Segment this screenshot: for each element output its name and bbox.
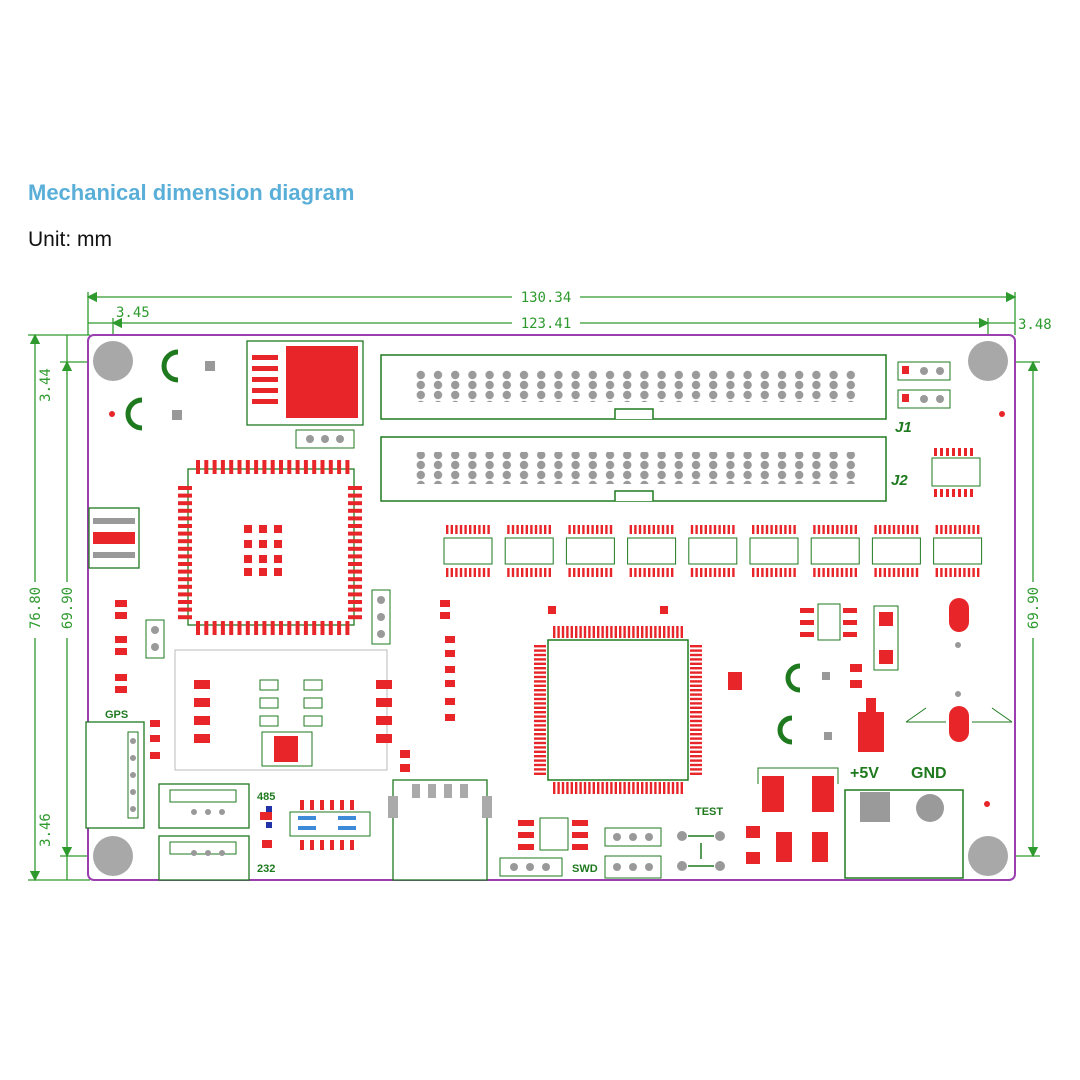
unit-label: Unit: mm bbox=[28, 228, 112, 251]
hole-spacing-width-label: 123.41 bbox=[521, 316, 572, 332]
buffer-ic bbox=[688, 537, 738, 565]
center-bottom-components bbox=[499, 817, 588, 877]
buffer-ic bbox=[871, 537, 921, 565]
test-button bbox=[677, 831, 725, 871]
gps-module-area bbox=[174, 649, 392, 771]
swd-label: SWD bbox=[572, 863, 598, 875]
buffer-ic bbox=[810, 537, 860, 565]
header-3pin-vertical bbox=[371, 589, 391, 645]
buffer-ic bbox=[749, 537, 799, 565]
header-3pin-top bbox=[295, 429, 355, 449]
rs232-label: 232 bbox=[257, 863, 275, 875]
cpu-chip-left bbox=[178, 460, 362, 635]
dc-power-jack bbox=[844, 789, 964, 879]
jumper-block-j1 bbox=[897, 361, 951, 409]
swd-header bbox=[604, 827, 662, 879]
rf-module bbox=[246, 340, 364, 426]
transceiver-area bbox=[260, 800, 371, 850]
test-label: TEST bbox=[695, 806, 723, 818]
plus5v-label: +5V bbox=[850, 765, 879, 782]
j1-label: J1 bbox=[895, 419, 912, 436]
buffer-ic bbox=[443, 537, 493, 565]
left-offset-label: 3.45 bbox=[116, 305, 150, 321]
buffer-ic-row bbox=[443, 525, 983, 577]
connector-j2 bbox=[380, 436, 887, 502]
page-title: Mechanical dimension diagram bbox=[28, 180, 355, 205]
buffer-ic bbox=[627, 537, 677, 565]
gps-label: GPS bbox=[105, 709, 128, 721]
gnd-label: GND bbox=[911, 765, 947, 782]
passive-components-left bbox=[115, 600, 160, 759]
gps-connector bbox=[85, 721, 145, 829]
hole-height-right-label: 69.90 bbox=[1026, 587, 1042, 629]
ic-right-top bbox=[931, 448, 981, 497]
power-section bbox=[746, 598, 1013, 864]
overall-height-label: 76.80 bbox=[28, 587, 44, 629]
buffer-ic bbox=[565, 537, 615, 565]
right-offset-label: 3.48 bbox=[1018, 317, 1052, 333]
buffer-ic bbox=[504, 537, 554, 565]
mounting-holes bbox=[93, 341, 1008, 876]
rs232-connector bbox=[158, 835, 250, 881]
header-2pin-left bbox=[145, 619, 165, 659]
misc-pads bbox=[400, 600, 742, 772]
hole-height-left-label: 69.90 bbox=[60, 587, 76, 629]
usb-connector bbox=[88, 507, 140, 569]
connector-j1 bbox=[380, 354, 887, 420]
rs485-connector bbox=[158, 783, 250, 829]
j2-label: J2 bbox=[891, 472, 908, 489]
rs485-label: 485 bbox=[257, 791, 275, 803]
ethernet-jack bbox=[388, 779, 492, 881]
bottom-offset-label: 3.46 bbox=[38, 813, 54, 847]
top-offset-label: 3.44 bbox=[38, 368, 54, 402]
mcu-chip-center bbox=[534, 626, 702, 794]
buffer-ic bbox=[933, 537, 983, 565]
led-indicators bbox=[109, 349, 1005, 807]
overall-width-label: 130.34 bbox=[521, 290, 572, 306]
